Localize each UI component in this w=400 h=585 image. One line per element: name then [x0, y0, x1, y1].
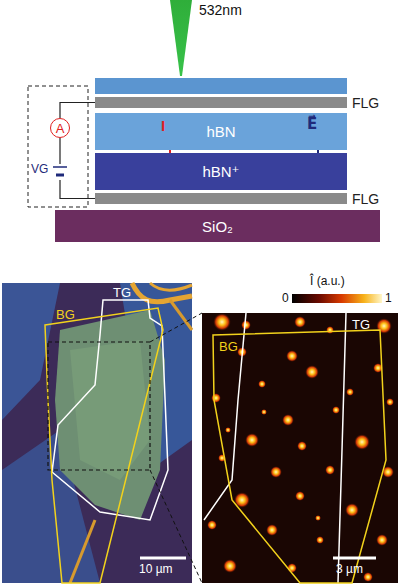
colorbar-max: 1	[385, 292, 392, 305]
circuit-wire	[60, 103, 95, 119]
wavelength-label: 532nm	[199, 3, 242, 18]
colorbar	[292, 294, 382, 303]
flg-layer: FLG	[95, 193, 347, 204]
layer-label: hBN⁺	[202, 164, 239, 179]
field-label: E⃗	[307, 116, 317, 133]
circuit-wire	[60, 138, 95, 199]
layer-label: FLG	[352, 96, 379, 110]
current-label: I	[161, 118, 165, 135]
substrate-layer: SiO₂	[55, 210, 380, 242]
voltage-label: VG	[31, 163, 48, 176]
zoom-line	[150, 313, 202, 342]
hbn-plus-layer: hBN⁺	[95, 153, 347, 190]
scale-bar-label: 3 µm	[336, 563, 363, 576]
layer-label: A	[56, 122, 65, 135]
pl-map	[202, 313, 398, 583]
layer-label: SiO₂	[202, 219, 233, 234]
ammeter-symbol: A	[50, 118, 70, 138]
hbn-cap-layer	[95, 78, 347, 94]
flg-layer: FLG	[95, 97, 347, 108]
colorbar-min: 0	[282, 292, 289, 305]
circuit-box	[28, 86, 88, 207]
colorbar-title: Î (a.u.)	[310, 275, 345, 288]
gate-label: BG	[219, 340, 238, 354]
layer-label: FLG	[352, 192, 379, 206]
laser-beam	[170, 0, 192, 76]
gate-label: TG	[352, 318, 370, 332]
layer-label: hBN	[206, 124, 235, 139]
scale-bar-label: 10 µm	[139, 563, 173, 576]
gate-label: TG	[113, 286, 131, 300]
optical-image	[2, 283, 192, 583]
gate-label: BG	[56, 308, 75, 322]
